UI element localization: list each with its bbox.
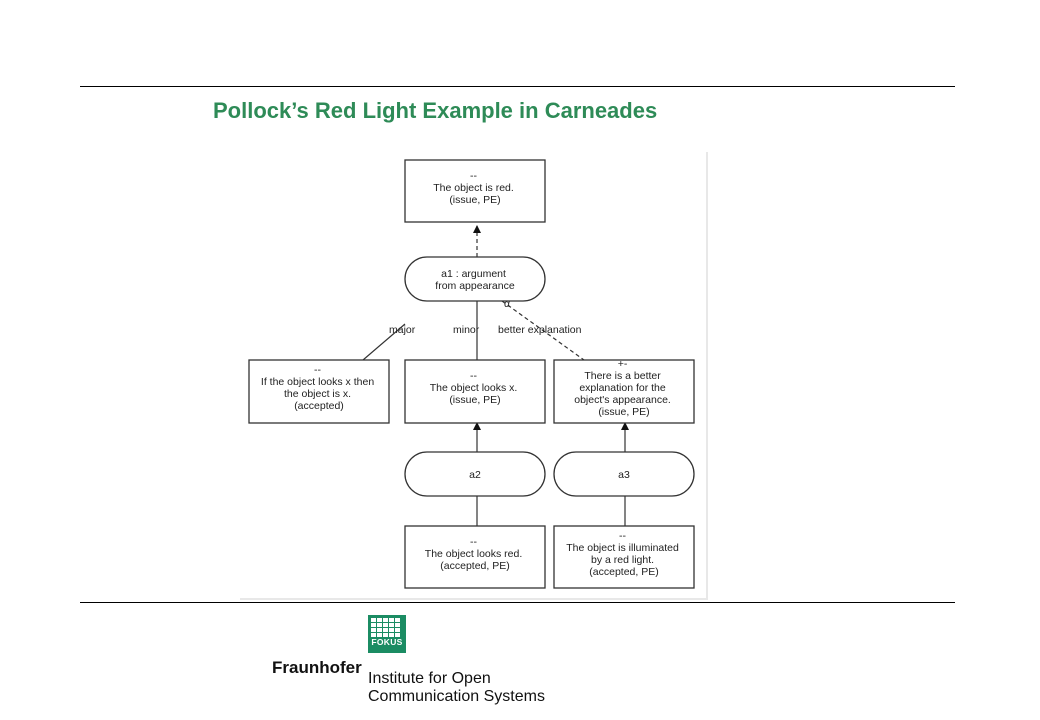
node-text-line: The object is illuminated bbox=[566, 542, 679, 554]
node-text-line: (issue, PE) bbox=[449, 394, 500, 406]
statement-object-looks-x: -- The object looks x. (issue, PE) bbox=[404, 359, 546, 424]
edge-major bbox=[362, 323, 406, 361]
node-text-line: the object is x. bbox=[284, 388, 351, 400]
statement-object-illuminated: -- The object is illuminated by a red li… bbox=[553, 525, 695, 589]
edge-label-alpha: α bbox=[504, 298, 510, 310]
svg-text:a1 : argument from app: a1 : argument from appearance bbox=[435, 268, 515, 292]
svg-text:+- There is a better: +- There is a better explanation for the… bbox=[574, 358, 674, 418]
node-text-line: explanation for the bbox=[579, 382, 666, 394]
node-text-line: (accepted, PE) bbox=[589, 566, 658, 578]
node-text-line: from appearance bbox=[435, 280, 515, 292]
bottom-rule bbox=[80, 602, 955, 603]
node-text-line: -- bbox=[314, 364, 321, 376]
edge-label-better-explanation: better explanation bbox=[498, 324, 582, 336]
argument-a1: a1 : argument from appearance bbox=[404, 256, 546, 302]
institute-name-line-2: Communication Systems bbox=[368, 688, 545, 705]
institute-name-line-1: Institute for Open bbox=[368, 670, 491, 687]
statement-major-premise: -- If the object looks x then the object… bbox=[248, 359, 390, 424]
statement-object-is-red: -- The object is red. (issue, PE) bbox=[404, 159, 546, 223]
node-text-line: (accepted, PE) bbox=[440, 560, 509, 572]
node-text-line: (accepted) bbox=[294, 400, 344, 412]
edge-label-major: major bbox=[389, 324, 416, 336]
svg-text:-- If the object looks: -- If the object looks x then the object… bbox=[261, 364, 377, 412]
statement-object-looks-red: -- The object looks red. (accepted, PE) bbox=[404, 525, 546, 589]
node-text-line: object's appearance. bbox=[574, 394, 671, 406]
node-text-line: (issue, PE) bbox=[449, 194, 500, 206]
diagram-canvas: major minor better explanation α -- The … bbox=[248, 159, 695, 589]
node-text-line: a2 bbox=[469, 469, 481, 481]
svg-text:-- The object looks x.: -- The object looks x. (issue, PE) bbox=[430, 370, 520, 406]
node-text-line: There is a better bbox=[584, 370, 661, 382]
node-text-line: -- bbox=[470, 170, 477, 182]
node-text-line: If the object looks x then bbox=[261, 376, 374, 388]
fokus-logo: FOKUS bbox=[368, 615, 406, 653]
node-text-line: +- bbox=[618, 358, 628, 370]
statement-better-explanation: +- There is a better explanation for the… bbox=[553, 358, 695, 424]
argument-diagram: major minor better explanation α -- The … bbox=[240, 152, 708, 600]
node-text-line: -- bbox=[470, 536, 477, 548]
node-text-line: -- bbox=[619, 530, 626, 542]
node-text-line: (issue, PE) bbox=[598, 406, 649, 418]
node-text-line: -- bbox=[470, 370, 477, 382]
fokus-grid-icon bbox=[371, 618, 400, 637]
node-text-line: The object is red. bbox=[433, 182, 514, 194]
node-text-line: The object looks red. bbox=[425, 548, 522, 560]
node-text-line: The object looks x. bbox=[430, 382, 518, 394]
svg-text:-- The object looks re: -- The object looks red. (accepted, PE) bbox=[425, 536, 525, 572]
top-rule bbox=[80, 86, 955, 87]
svg-text:-- The object is red.: -- The object is red. (issue, PE) bbox=[433, 170, 516, 206]
node-text-line: a3 bbox=[618, 469, 630, 481]
fraunhofer-wordmark: Fraunhofer bbox=[272, 658, 362, 677]
svg-text:-- The object is illum: -- The object is illuminated by a red li… bbox=[566, 530, 682, 578]
node-text-line: by a red light. bbox=[591, 554, 654, 566]
argument-a2: a2 bbox=[404, 451, 546, 497]
argument-a3: a3 bbox=[553, 451, 695, 497]
slide-title: Pollock’s Red Light Example in Carneades bbox=[213, 98, 658, 123]
edge-better-explanation bbox=[501, 300, 585, 361]
node-text-line: a1 : argument bbox=[441, 268, 506, 280]
edge-label-minor: minor bbox=[453, 324, 480, 336]
fokus-logo-text: FOKUS bbox=[371, 637, 403, 647]
